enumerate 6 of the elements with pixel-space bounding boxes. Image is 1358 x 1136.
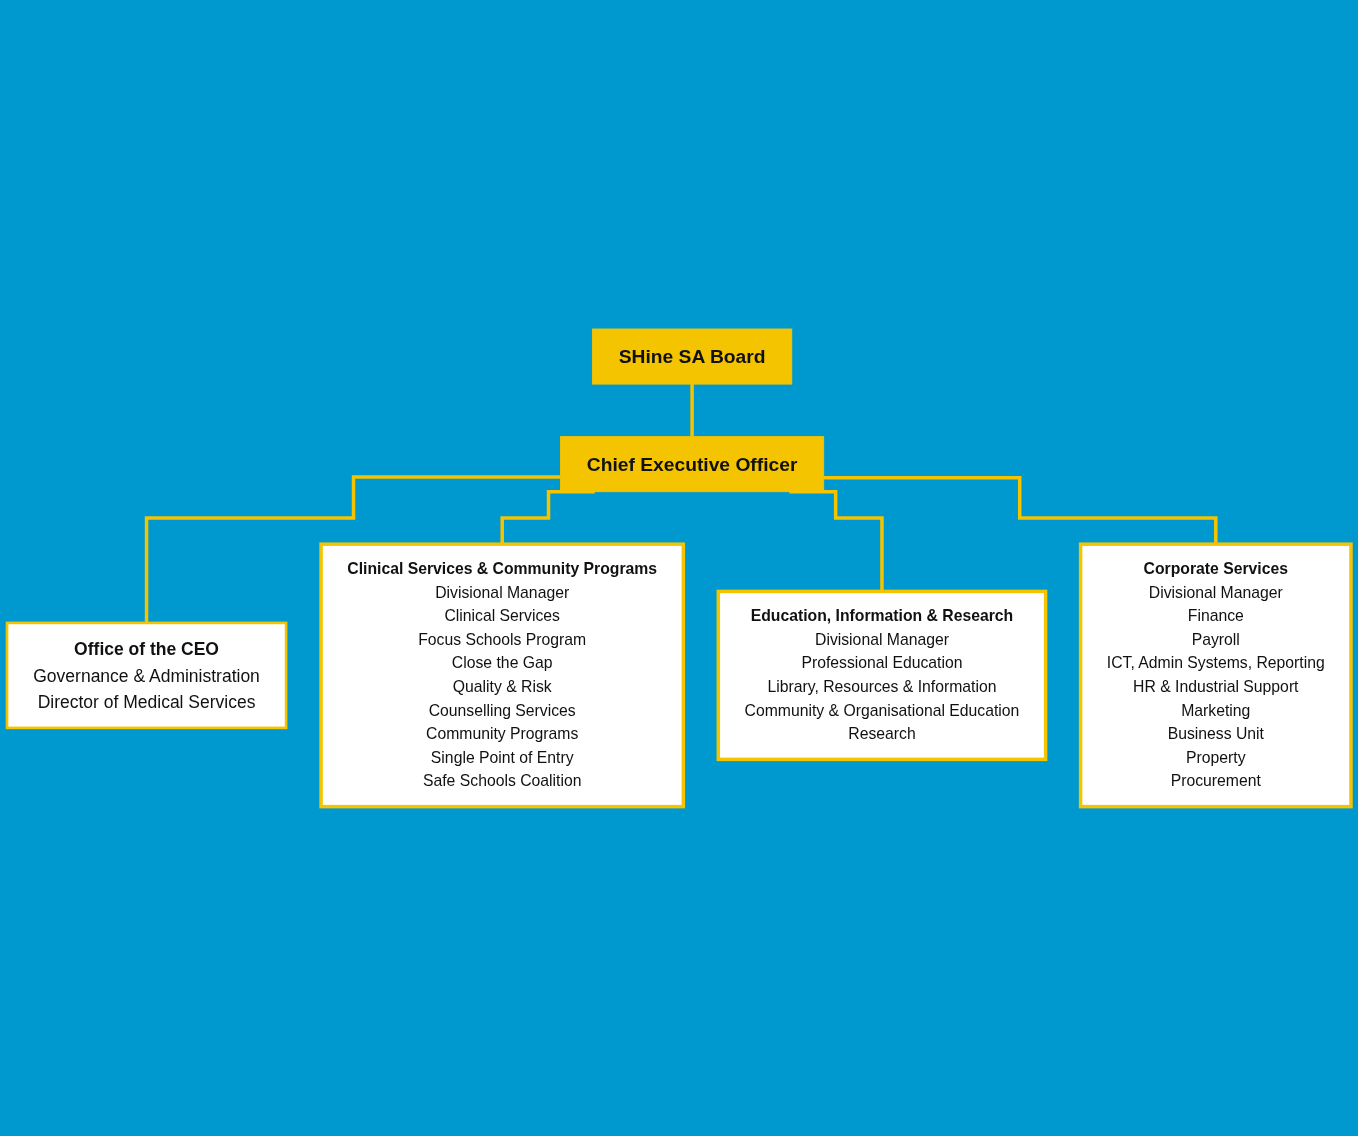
node-box: Clinical Services & Community Programs Divisional Manager Clinical Services Focus Schools Program Close the Gap Quality & Risk Counselling Services Community Programs Single Point of Entry Safe Schools Coalition <box>319 542 686 809</box>
node-box: Chief Executive Officer <box>560 436 825 493</box>
node-box: Corporate Services Divisional Manager Finance Payroll ICT, Admin Systems, Reporting HR & Industrial Support Marketing Business Unit Property Procurement <box>1078 542 1353 809</box>
node-box: Office of the CEO Governance & Administration Director of Medical Services <box>5 621 288 730</box>
node-box: Education, Information & Research Divisional Manager Professional Education Library, Resources & Information Community & Organisational Education Research <box>716 589 1048 762</box>
node-box: SHine SA Board <box>591 328 793 385</box>
